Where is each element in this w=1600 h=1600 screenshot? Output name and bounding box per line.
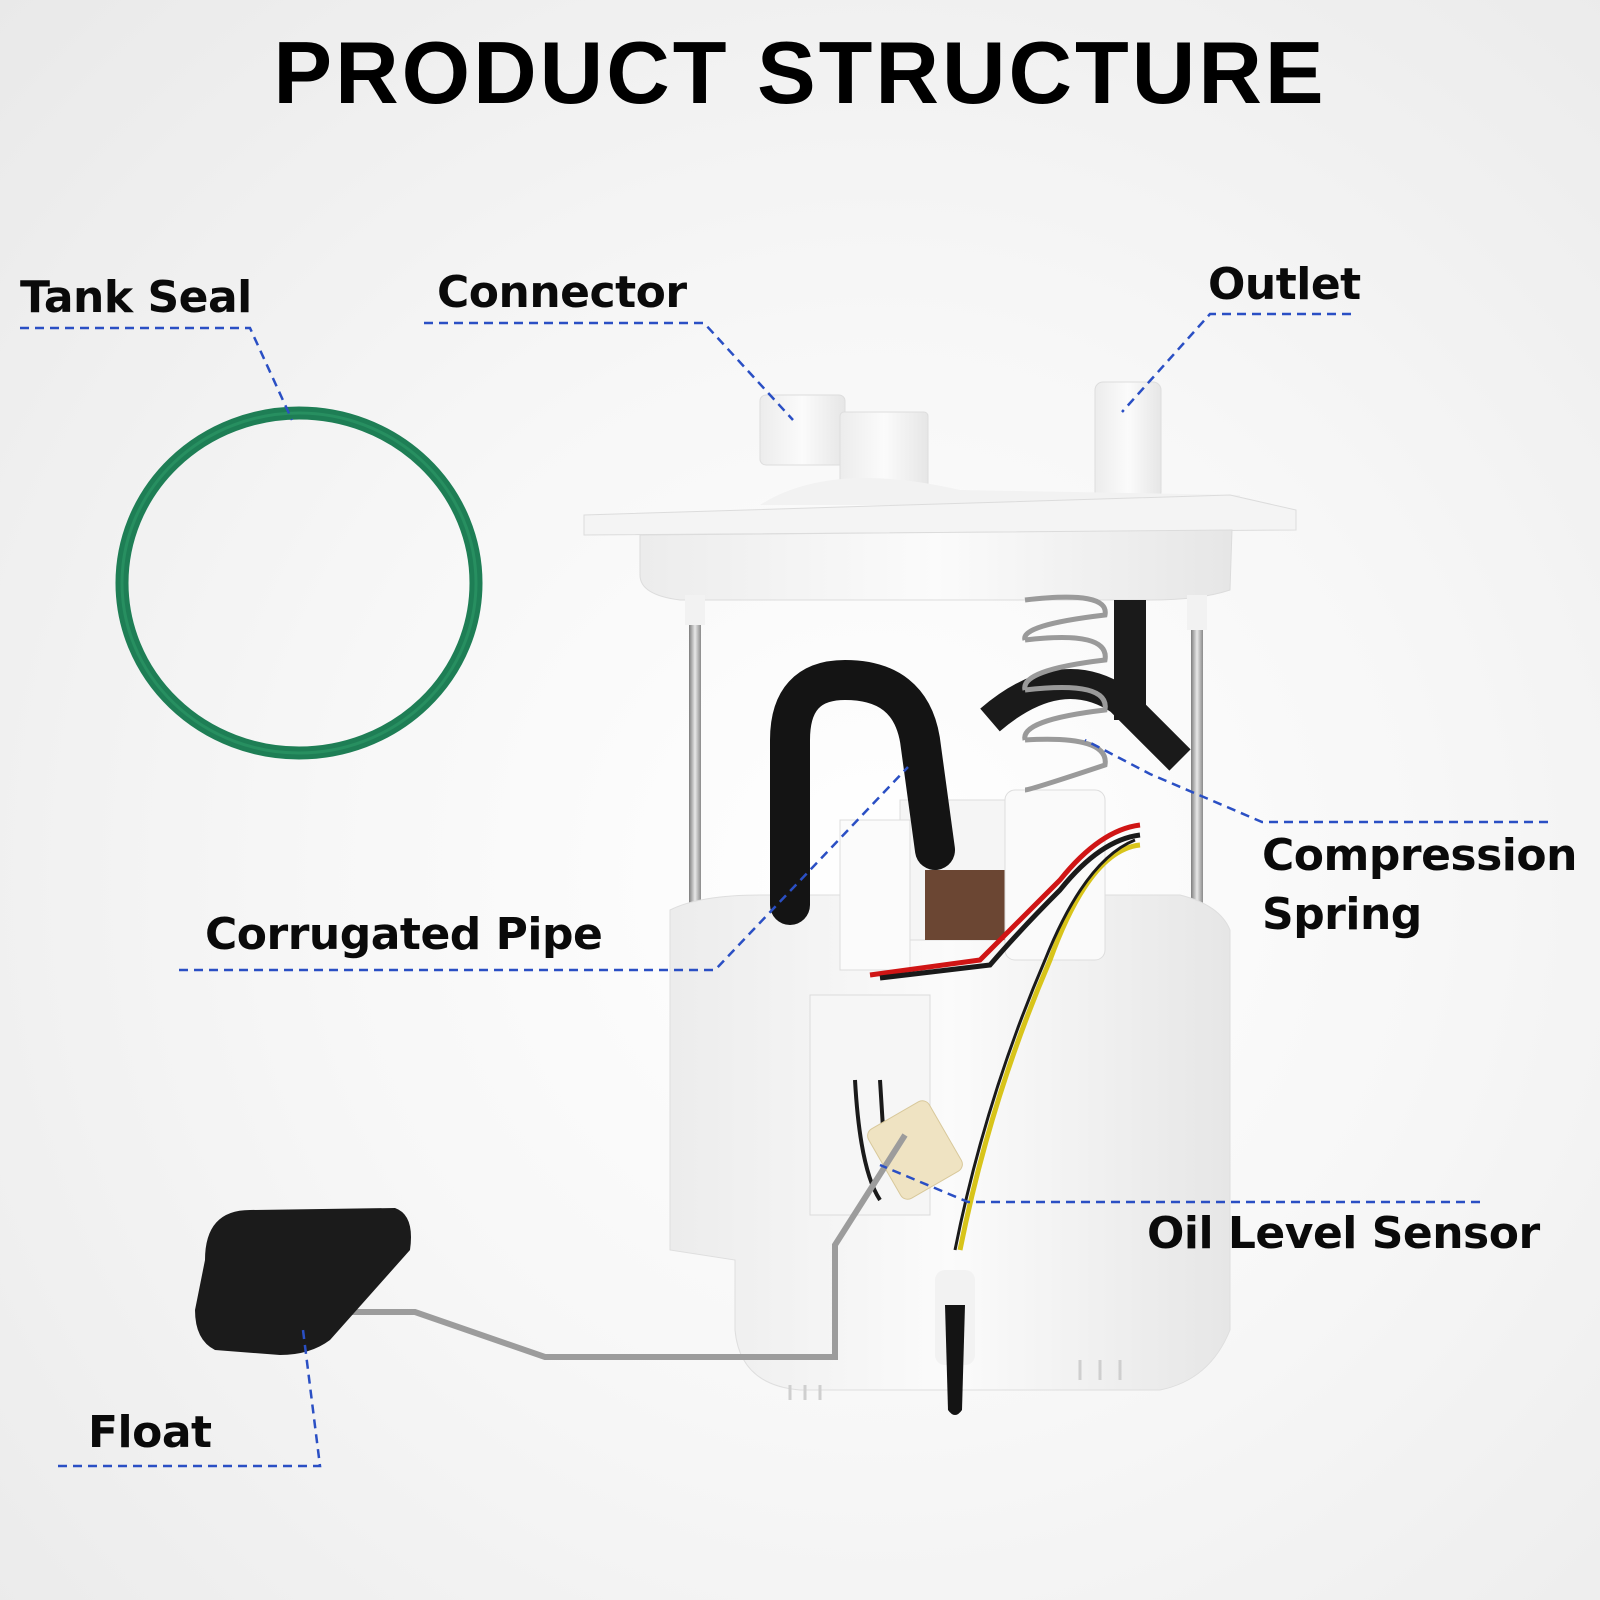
label-float: Float <box>88 1407 212 1458</box>
leader-oil-level-sensor <box>879 1163 1480 1204</box>
flange <box>583 494 1297 536</box>
label-compression-spring-line1: Compression <box>1262 830 1577 881</box>
leader-tank-seal <box>20 326 294 421</box>
leader-float <box>58 1329 322 1468</box>
label-outlet: Outlet <box>1208 259 1361 310</box>
compression-spring <box>1022 594 1108 793</box>
page-title: PRODUCT STRUCTURE <box>273 23 1327 122</box>
label-tank-seal: Tank Seal <box>20 272 252 323</box>
leader-lines <box>20 312 1548 1468</box>
leader-connector <box>424 321 794 421</box>
label-corrugated-pipe: Corrugated Pipe <box>205 909 603 960</box>
label-oil-level-sensor: Oil Level Sensor <box>1147 1208 1540 1259</box>
label-connector: Connector <box>437 267 687 318</box>
label-compression-spring-line2: Spring <box>1262 889 1422 940</box>
leader-corrugated-pipe <box>179 766 909 972</box>
corrugated-pipe <box>770 659 955 925</box>
leader-outlet <box>1121 312 1351 413</box>
float <box>195 1208 411 1355</box>
outlet-part <box>1094 381 1162 501</box>
leader-compression-spring <box>1084 738 1548 824</box>
tank-seal-ring <box>115 406 483 760</box>
